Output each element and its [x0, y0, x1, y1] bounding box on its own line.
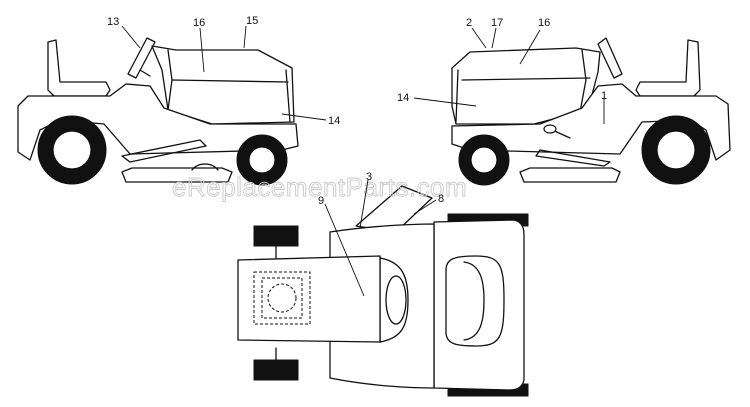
front-wheel-top-view-lower — [253, 359, 299, 381]
body-frame-right-view — [451, 83, 731, 161]
body-frame-left-view — [17, 83, 299, 161]
mower-deck-left-view — [121, 167, 233, 183]
steering-wheel-right-view — [597, 37, 623, 79]
seat-top-view — [445, 255, 505, 347]
seat-right-view — [635, 39, 701, 97]
callout-8: 8 — [438, 193, 444, 205]
callout-14-right: 14 — [397, 92, 409, 104]
hood-top-view — [237, 255, 381, 343]
leader-lines — [121, 25, 605, 297]
callout-1: 1 — [601, 90, 607, 102]
hood-left-view — [151, 45, 295, 125]
front-wheel-right-view — [458, 134, 510, 186]
callout-16-left: 16 — [193, 17, 205, 29]
tractor-top-view — [237, 185, 529, 397]
callout-numbers: 13 16 15 14 2 17 16 14 1 3 9 8 — [107, 15, 607, 207]
callout-17: 17 — [491, 17, 503, 29]
tractor-right-side-view — [451, 37, 731, 186]
rear-wheel-right-view — [641, 115, 711, 185]
rear-wheel-left-view — [37, 115, 107, 185]
hood-right-view — [451, 47, 601, 125]
steering-wheel-left-view — [127, 37, 156, 79]
callout-9: 9 — [318, 195, 324, 207]
watermark-text: eReplacementParts.com — [172, 172, 467, 202]
mower-deck-right-view — [519, 167, 621, 183]
front-wheel-top-view-upper — [253, 225, 299, 247]
callout-2: 2 — [466, 17, 472, 29]
callout-13: 13 — [107, 16, 119, 28]
callout-14-left: 14 — [328, 115, 340, 127]
tractor-left-side-view — [17, 37, 299, 186]
callout-15: 15 — [246, 15, 258, 27]
front-wheel-left-view — [236, 134, 288, 186]
callout-3: 3 — [366, 171, 372, 183]
seat-left-view — [47, 39, 111, 97]
callout-16-right: 16 — [538, 17, 550, 29]
